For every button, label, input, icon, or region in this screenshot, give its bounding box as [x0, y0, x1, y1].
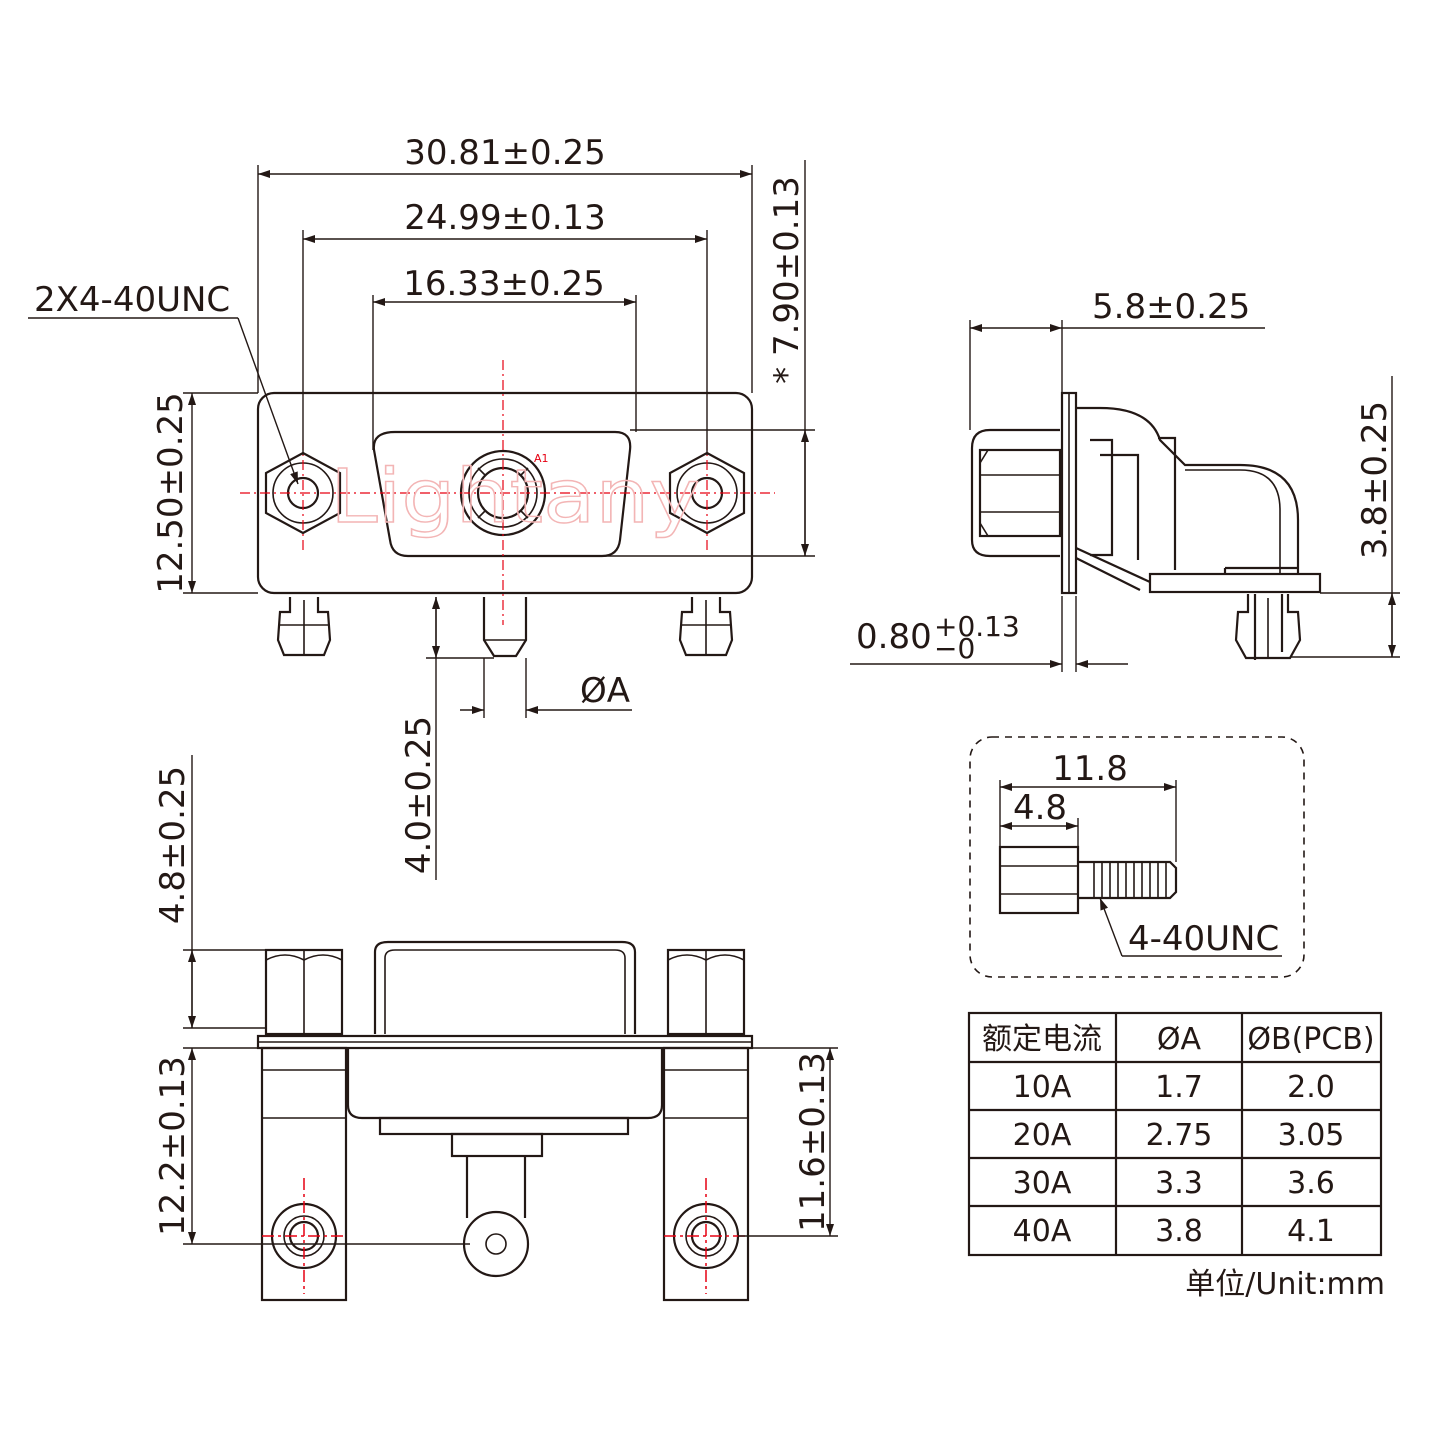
dim-pin-dia: ØA — [580, 671, 630, 711]
bottom-left-leg — [260, 1046, 348, 1302]
bottom-body — [346, 1048, 664, 1120]
screw-detail-head — [998, 845, 1080, 915]
table-cell: 40A — [1013, 1214, 1072, 1249]
dim-overall-width: 30.81±0.25 — [404, 133, 606, 173]
front-view: Lightany A1 — [240, 360, 775, 658]
dim-pcb-offset: 3.8±0.25 — [1355, 401, 1395, 559]
screw-thread-label: 4-40UNC — [1128, 919, 1279, 959]
dim-flange-base: 0.80 — [856, 617, 932, 657]
dim-screw-total-length: 11.8 — [1052, 749, 1128, 789]
side-dimensions: 5.8±0.25 3.8±0.25 0.80 +0.13 −0 — [850, 287, 1400, 672]
spec-table: 额定电流 ØA ØB(PCB) 10A 1.7 2.0 20A 2.75 3.0… — [967, 1011, 1383, 1257]
dim-shell-width: 16.33±0.25 — [403, 264, 605, 304]
table-cell: 10A — [1013, 1070, 1072, 1105]
table-cell: 2.0 — [1287, 1070, 1335, 1105]
table-header-current: 额定电流 — [982, 1022, 1102, 1057]
screw-detail-thread — [1078, 860, 1178, 900]
watermark: Lightany — [330, 454, 700, 540]
dim-screw-spacing: 24.99±0.13 — [404, 198, 606, 238]
side-body — [1076, 406, 1300, 575]
left-screw-hex — [264, 451, 342, 535]
table-cell: 4.1 — [1287, 1214, 1335, 1249]
bottom-left-nut — [264, 948, 344, 1036]
front-dimensions: 30.81±0.25 24.99±0.13 16.33±0.25 12.50±0… — [28, 133, 815, 880]
right-screw-hex — [668, 451, 746, 535]
dim-right-depth: 11.6±0.13 — [793, 1052, 833, 1232]
side-shell — [970, 428, 1060, 558]
table-header-dia-a: ØA — [1157, 1022, 1202, 1057]
table-cell: 3.05 — [1278, 1118, 1345, 1153]
dim-left-depth: 12.2±0.13 — [153, 1056, 193, 1236]
dim-shell-height: * 7.90±0.13 — [767, 176, 807, 384]
bottom-right-nut — [666, 948, 746, 1036]
front-d-shell — [372, 430, 632, 558]
bottom-shell — [373, 940, 637, 1034]
pin-label-a1: A1 — [534, 452, 549, 465]
dim-pin-length: 4.0±0.25 — [399, 716, 439, 874]
dim-depth: 5.8±0.25 — [1092, 287, 1250, 327]
front-contact-pin — [482, 597, 528, 658]
right-board-lock — [678, 597, 734, 657]
table-cell: 3.8 — [1155, 1214, 1203, 1249]
dim-screw-head-length: 4.8 — [1013, 788, 1067, 828]
table-header-dia-b: ØB(PCB) — [1247, 1022, 1374, 1057]
table-cell: 2.75 — [1146, 1118, 1213, 1153]
dim-nut-height: 4.8±0.25 — [153, 766, 193, 924]
unit-note: 单位/Unit:mm — [1185, 1267, 1385, 1302]
side-view — [970, 391, 1322, 660]
bottom-pin-tail — [465, 1156, 527, 1218]
screw-detail-frame — [969, 736, 1305, 978]
bottom-dimensions: 4.8±0.25 12.2±0.13 11.6±0.13 — [153, 755, 838, 1245]
bottom-view — [256, 940, 754, 1302]
table-cell: 1.7 — [1155, 1070, 1203, 1105]
left-board-lock — [276, 597, 332, 657]
dim-height: 12.50±0.25 — [151, 392, 191, 594]
table-cell: 3.6 — [1287, 1166, 1335, 1201]
dim-flange-tol-upper: +0.13 — [934, 610, 1020, 643]
side-hex-nut — [978, 448, 1062, 538]
thread-callout: 2X4-40UNC — [34, 280, 230, 320]
screw-detail: 11.8 4.8 4-40UNC — [969, 736, 1305, 978]
table-cell: 20A — [1013, 1118, 1072, 1153]
table-cell: 30A — [1013, 1166, 1072, 1201]
front-flange — [256, 391, 754, 595]
dim-flange-tol-lower: −0 — [934, 632, 975, 665]
table-cell: 3.3 — [1155, 1166, 1203, 1201]
bottom-right-leg — [662, 1046, 750, 1302]
